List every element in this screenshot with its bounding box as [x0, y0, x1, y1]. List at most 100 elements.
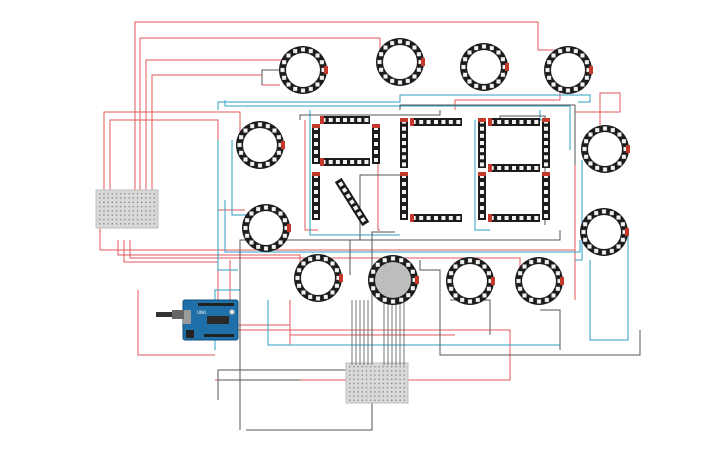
strip-segment[interactable]	[320, 116, 370, 124]
breadboard-hole[interactable]	[357, 387, 359, 389]
breadboard-hole[interactable]	[149, 210, 151, 212]
breadboard-hole[interactable]	[395, 378, 397, 380]
ring-9[interactable]	[294, 254, 343, 302]
breadboard-hole[interactable]	[120, 193, 122, 195]
arduino-uno[interactable]: UNO	[156, 299, 239, 341]
breadboard-hole[interactable]	[378, 366, 380, 368]
breadboard-hole[interactable]	[399, 395, 401, 397]
breadboard-hole[interactable]	[132, 223, 134, 225]
breadboard-hole[interactable]	[374, 378, 376, 380]
breadboard-hole[interactable]	[132, 201, 134, 203]
breadboard-hole[interactable]	[99, 205, 101, 208]
breadboard-hole[interactable]	[111, 201, 113, 203]
breadboard-hole[interactable]	[365, 395, 368, 397]
strip-connector[interactable]	[488, 214, 492, 222]
strip-connector[interactable]	[410, 214, 414, 222]
breadboard-hole[interactable]	[353, 382, 355, 385]
breadboard-hole[interactable]	[365, 391, 368, 393]
strip-connector[interactable]	[372, 124, 380, 128]
breadboard-hole[interactable]	[349, 378, 351, 380]
breadboard-hole[interactable]	[370, 391, 372, 393]
breadboard-hole[interactable]	[361, 366, 363, 368]
strip-segment[interactable]	[542, 172, 550, 220]
breadboard-hole[interactable]	[124, 223, 126, 225]
breadboard-hole[interactable]	[128, 193, 130, 195]
breadboard-hole[interactable]	[382, 395, 384, 397]
usb-port[interactable]	[183, 310, 191, 324]
strip-connector[interactable]	[542, 172, 550, 176]
breadboard-hole[interactable]	[124, 214, 126, 216]
strip-connector[interactable]	[400, 172, 408, 176]
breadboard-hole[interactable]	[353, 391, 355, 393]
ring-connector[interactable]	[505, 63, 509, 71]
breadboard-hole[interactable]	[395, 382, 397, 385]
breadboard-hole[interactable]	[357, 395, 359, 397]
breadboard-hole[interactable]	[111, 197, 113, 199]
breadboard-hole[interactable]	[386, 374, 389, 376]
breadboard-hole[interactable]	[141, 218, 143, 221]
breadboard-hole[interactable]	[132, 205, 134, 208]
breadboard-hole[interactable]	[153, 214, 155, 216]
breadboard-hole[interactable]	[145, 201, 147, 203]
breadboard-hole[interactable]	[361, 387, 363, 389]
breadboard-hole[interactable]	[395, 391, 397, 393]
breadboard-hole[interactable]	[349, 370, 351, 372]
breadboard-hole[interactable]	[115, 223, 118, 225]
breadboard-hole[interactable]	[403, 391, 405, 393]
breadboard-hole[interactable]	[361, 395, 363, 397]
breadboard-hole[interactable]	[120, 197, 122, 199]
ring-6[interactable]	[581, 125, 630, 173]
breadboard-hole[interactable]	[403, 378, 405, 380]
breadboard-hole[interactable]	[145, 214, 147, 216]
breadboard-hole[interactable]	[132, 193, 134, 195]
breadboard-hole[interactable]	[103, 214, 105, 216]
breadboard-hole[interactable]	[99, 201, 101, 203]
breadboard-hole[interactable]	[153, 201, 155, 203]
strip-segment[interactable]	[410, 118, 462, 126]
ring-8[interactable]	[580, 208, 629, 256]
strip-segment[interactable]	[410, 214, 462, 222]
breadboard-hole[interactable]	[128, 210, 130, 212]
breadboard-hole[interactable]	[403, 395, 405, 397]
breadboard-hole[interactable]	[382, 391, 384, 393]
breadboard-hole[interactable]	[136, 201, 139, 203]
strip-connector[interactable]	[400, 118, 408, 122]
breadboard-hole[interactable]	[120, 210, 122, 212]
breadboard-hole[interactable]	[111, 205, 113, 208]
breadboard-hole[interactable]	[395, 395, 397, 397]
breadboard-hole[interactable]	[386, 395, 389, 397]
breadboard-hole[interactable]	[403, 374, 405, 376]
breadboard-hole[interactable]	[361, 370, 363, 372]
breadboard-hole[interactable]	[403, 382, 405, 385]
strip-segment[interactable]	[478, 118, 486, 168]
breadboard-hole[interactable]	[145, 197, 147, 199]
breadboard-hole[interactable]	[136, 197, 139, 199]
breadboard-hole[interactable]	[361, 382, 363, 385]
strip-segment[interactable]	[488, 118, 540, 126]
breadboard-hole[interactable]	[395, 387, 397, 389]
breadboard-hole[interactable]	[115, 218, 118, 221]
breadboard-hole[interactable]	[357, 391, 359, 393]
breadboard-hole[interactable]	[357, 366, 359, 368]
breadboard-hole[interactable]	[107, 193, 109, 195]
breadboard-hole[interactable]	[124, 205, 126, 208]
breadboard-hole[interactable]	[103, 197, 105, 199]
breadboard-hole[interactable]	[365, 374, 368, 376]
breadboard-hole[interactable]	[349, 366, 351, 368]
breadboard-hole[interactable]	[403, 370, 405, 372]
breadboard-hole[interactable]	[111, 214, 113, 216]
breadboard-hole[interactable]	[391, 378, 393, 380]
breadboard-hole[interactable]	[395, 366, 397, 368]
breadboard-hole[interactable]	[128, 223, 130, 225]
breadboard-hole[interactable]	[391, 382, 393, 385]
breadboard-hole[interactable]	[370, 399, 372, 401]
breadboard-hole[interactable]	[141, 201, 143, 203]
breadboard-hole[interactable]	[149, 197, 151, 199]
breadboard-hole[interactable]	[136, 205, 139, 208]
breadboard-hole[interactable]	[365, 382, 368, 385]
strip-connector[interactable]	[478, 172, 486, 176]
breadboard-hole[interactable]	[399, 382, 401, 385]
breadboard-hole[interactable]	[365, 366, 368, 368]
strip-connector[interactable]	[312, 172, 320, 176]
breadboard-hole[interactable]	[349, 387, 351, 389]
